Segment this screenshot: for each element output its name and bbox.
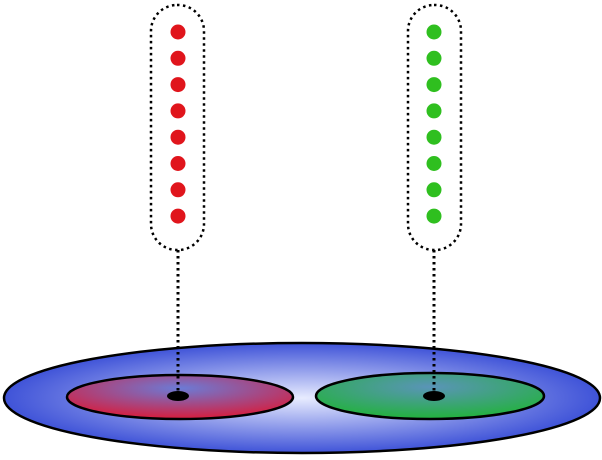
green-dot bbox=[426, 156, 442, 171]
base-plane-ellipse bbox=[2, 341, 602, 455]
green-anchor-point bbox=[423, 391, 445, 401]
green-dot bbox=[426, 103, 442, 119]
red-dot-column bbox=[170, 24, 186, 224]
red-column-capsule bbox=[149, 3, 206, 252]
green-dot bbox=[426, 50, 442, 66]
red-dot bbox=[170, 50, 186, 66]
red-dot bbox=[170, 77, 186, 93]
red-dot bbox=[170, 103, 186, 119]
red-dot bbox=[170, 208, 186, 224]
green-dot bbox=[426, 208, 442, 224]
green-dot bbox=[426, 24, 442, 40]
red-dot bbox=[170, 156, 186, 171]
green-dot-column bbox=[426, 24, 442, 224]
red-dot bbox=[170, 182, 186, 198]
red-anchor-point bbox=[167, 391, 189, 401]
green-dot bbox=[426, 182, 442, 198]
green-column-capsule bbox=[406, 3, 463, 252]
green-dot bbox=[426, 77, 442, 93]
red-dot bbox=[170, 24, 186, 40]
green-dot bbox=[426, 129, 442, 145]
red-dot bbox=[170, 129, 186, 145]
